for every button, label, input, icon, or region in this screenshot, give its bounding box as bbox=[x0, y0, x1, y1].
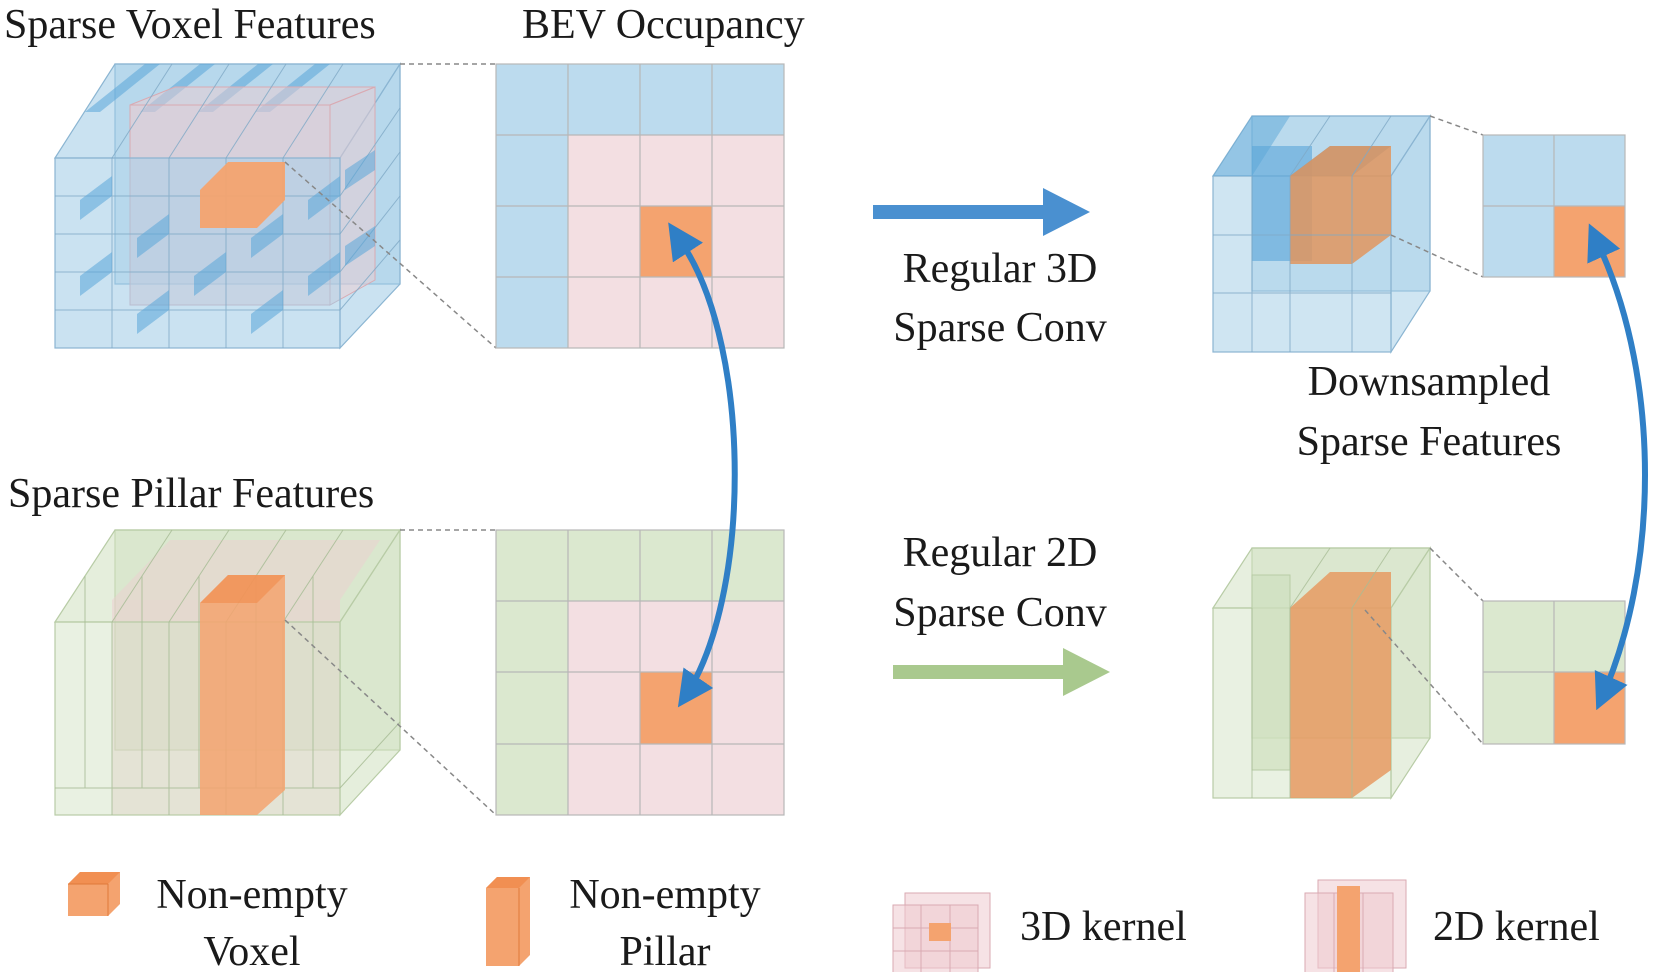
non-empty-pillar-icon bbox=[486, 877, 530, 966]
downsampled-voxel-cube bbox=[1211, 113, 1432, 355]
regular-3d-arrow bbox=[873, 188, 1090, 236]
downsampled-pillar-cube bbox=[1211, 545, 1432, 801]
sparse-voxel-features-title: Sparse Voxel Features bbox=[4, 2, 376, 48]
regular-2d-label-line1: Regular 2D bbox=[903, 530, 1098, 576]
legend-3d-kernel: 3D kernel bbox=[1020, 904, 1187, 950]
downsampled-label-line2: Sparse Features bbox=[1297, 419, 1562, 465]
kernel-3d-icon bbox=[892, 892, 991, 972]
regular-2d-label-line2: Sparse Conv bbox=[893, 590, 1107, 636]
regular-3d-label-line2: Sparse Conv bbox=[893, 305, 1107, 351]
bev-occupancy-title: BEV Occupancy bbox=[522, 2, 805, 48]
bev-occupancy-grid-voxel bbox=[495, 63, 785, 349]
sparse-pillar-cube bbox=[53, 527, 402, 817]
sparse-pillar-features-title: Sparse Pillar Features bbox=[8, 471, 374, 517]
non-empty-voxel-icon bbox=[68, 872, 120, 916]
bev-occupancy-grid-pillar bbox=[495, 529, 785, 816]
legend-pillar-line2: Pillar bbox=[620, 929, 711, 972]
regular-3d-label-line1: Regular 3D bbox=[903, 246, 1098, 292]
kernel-2d-icon bbox=[1304, 879, 1407, 972]
regular-2d-arrow bbox=[893, 648, 1110, 696]
legend-pillar-line1: Non-empty bbox=[569, 872, 760, 918]
correspondence-arrow-right bbox=[1587, 223, 1648, 711]
legend-voxel-line1: Non-empty bbox=[156, 872, 347, 918]
legend-2d-kernel: 2D kernel bbox=[1433, 904, 1600, 950]
sparse-voxel-cube bbox=[53, 61, 402, 350]
downsampled-label-line1: Downsampled bbox=[1308, 359, 1551, 405]
correspondence-arrow-left bbox=[668, 222, 738, 708]
downsampled-bev-grid-pillar bbox=[1482, 600, 1626, 745]
legend-voxel-line2: Voxel bbox=[203, 929, 300, 972]
legend: Non-empty Voxel Non-empty Pillar 3D kern… bbox=[68, 872, 1600, 972]
